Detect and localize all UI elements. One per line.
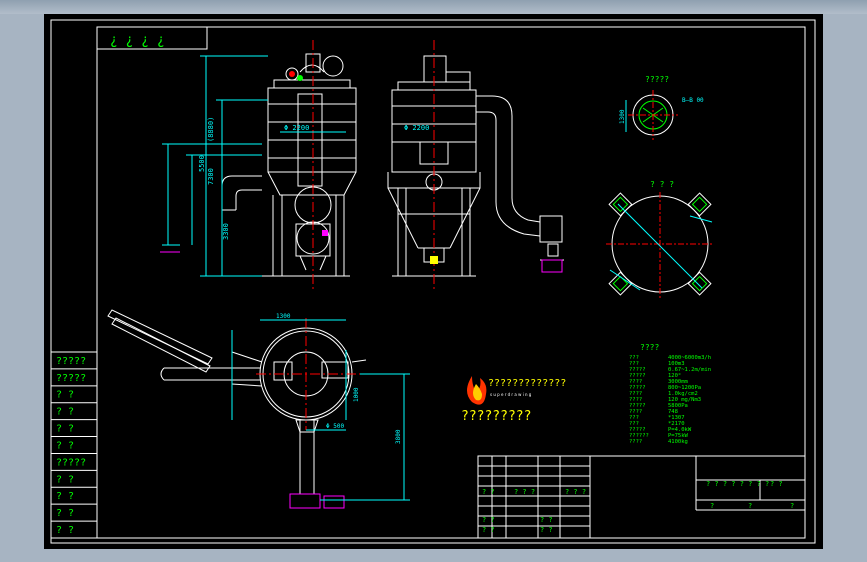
spec-key: ???? (629, 379, 642, 385)
left-table-cell: ? ? (56, 390, 74, 401)
left-table-cell: ? ? (56, 474, 74, 485)
section-1-label: B—B 00 (682, 97, 704, 104)
spec-value: 5800Pa (668, 403, 688, 409)
spec-title: ???? (640, 343, 659, 352)
front-small-height: 3300 (222, 223, 230, 240)
title-block-texts: ? ? ? ? ? ? ? ? ? ? ? ? ? ? ? ? ? ? ? ? … (482, 480, 794, 534)
left-table: ?????????? ? ? ? ? ? ? ? ?????? ? ? ? ? ? ? ? ? (50, 351, 98, 539)
spec-key: ??? (629, 415, 639, 421)
left-table-cell: ????? (56, 356, 86, 367)
plan-bottom-height: 3800 (395, 429, 402, 444)
spec-key: ??? (629, 361, 639, 367)
logo: ????????????? s u p e r d r a w i n g ??… (461, 376, 566, 424)
plan-small-label: 1000 (353, 387, 360, 402)
left-table-cell: ? ? (56, 525, 74, 536)
title-l1-a: ? ? (482, 488, 495, 496)
section-1-title: ????? (645, 75, 669, 84)
spec-value: 0.67~1.2m/min (668, 367, 711, 373)
side-view (387, 55, 564, 277)
logo-caption: ????????? (461, 409, 531, 424)
spec-value: 100m3 (668, 361, 685, 367)
title-r1-a: ? ? ? ? ? ? ? ? (706, 480, 769, 488)
title-l3-b: ? ? (540, 526, 553, 534)
front-diameter-label: Φ 2200 (284, 124, 309, 132)
front-outer-height: 7300 (207, 168, 215, 185)
spec-value: 4100kg (668, 439, 688, 445)
left-table-cell: ? ? (56, 407, 74, 418)
spec-key: ???? (629, 439, 642, 445)
spec-list: ???? ??? 4000~6000m3/h??? 100m3????? 0.67~1… (629, 343, 711, 445)
front-view (221, 53, 357, 277)
title-r2-c: ? (790, 502, 794, 510)
spec-key: ????? (629, 385, 646, 391)
spec-key: ???? (629, 409, 642, 415)
section-1: ????? 1300 B—B 00 (619, 75, 704, 140)
title-r1-b: ? ? (770, 480, 783, 488)
spec-key: ????? (629, 403, 646, 409)
spec-key: ????? (629, 373, 646, 379)
left-table-cell: ? ? (56, 508, 74, 519)
plan-view (107, 309, 367, 494)
spec-value: 120 mg/Nm3 (668, 397, 701, 403)
top-left-block: ¿ ¿ ¿ ¿ (96, 26, 208, 50)
spec-value: 4000~6000m3/h (668, 355, 711, 361)
spec-value: P=75kW (668, 433, 689, 439)
spec-value: 120° (668, 373, 681, 379)
spec-key: ??? (629, 355, 639, 361)
top-block-text: ¿ ¿ ¿ ¿ (110, 33, 165, 48)
left-table-cell: ? ? (56, 491, 74, 502)
title-block (477, 455, 806, 539)
left-table-cell: ????? (56, 457, 86, 468)
logo-subtitle: s u p e r d r a w i n g (490, 392, 532, 397)
inner-frame (96, 26, 806, 539)
window-top-strip (0, 0, 867, 14)
section-1-height: 1300 (619, 109, 626, 124)
outer-frame (50, 19, 816, 544)
title-r2-a: ? (710, 502, 714, 510)
section-2: ? ? ? (606, 180, 714, 298)
title-l1-c: ? ? ? (565, 488, 586, 496)
side-view-accents: Φ 2200 (404, 40, 563, 290)
section-2-title: ? ? ? (650, 180, 674, 189)
title-r2-b: ? (748, 502, 752, 510)
left-table-cell: ? ? (56, 424, 74, 435)
front-paren-height: (8880) (207, 117, 215, 142)
spec-key: ??? (629, 421, 639, 427)
plan-width-label: 1300 (276, 313, 291, 320)
plan-diameter-label: Φ 500 (326, 423, 344, 430)
spec-key: ????? (629, 367, 646, 373)
spec-value: 800~1200Pa (668, 385, 701, 391)
spec-value: *1307 (668, 415, 685, 421)
plan-view-accents: 1300 Φ 500 1000 3800 (231, 313, 410, 509)
spec-value: P=4.0kW (668, 427, 692, 433)
spec-value: *2170 (668, 421, 685, 427)
spec-value: 1.0kg/cm2 (668, 391, 698, 397)
spec-key: ????? (629, 427, 646, 433)
front-view-dimensions (160, 55, 346, 277)
spec-key: ?????? (629, 433, 649, 439)
spec-value: 3000mm (668, 379, 689, 385)
logo-characters: ????????????? (488, 378, 566, 389)
left-table-cell: ????? (56, 373, 86, 384)
front-mid-height: 5500 (198, 155, 206, 172)
title-l2-a: ? ? (482, 516, 495, 524)
title-l3-a: ? ? (482, 526, 495, 534)
spec-key: ???? (629, 391, 642, 397)
spec-key: ???? (629, 397, 642, 403)
side-diameter-label: Φ 2200 (404, 124, 429, 132)
spec-value: 748 (668, 409, 678, 415)
title-l2-b: ? ? (540, 516, 553, 524)
front-view-accents (289, 40, 328, 290)
left-table-cell: ? ? (56, 440, 74, 451)
title-l1-b: ? ? ? (514, 488, 535, 496)
front-view-dim-texts: Φ 2200 7300 3300 5500 (8880) (198, 117, 309, 240)
